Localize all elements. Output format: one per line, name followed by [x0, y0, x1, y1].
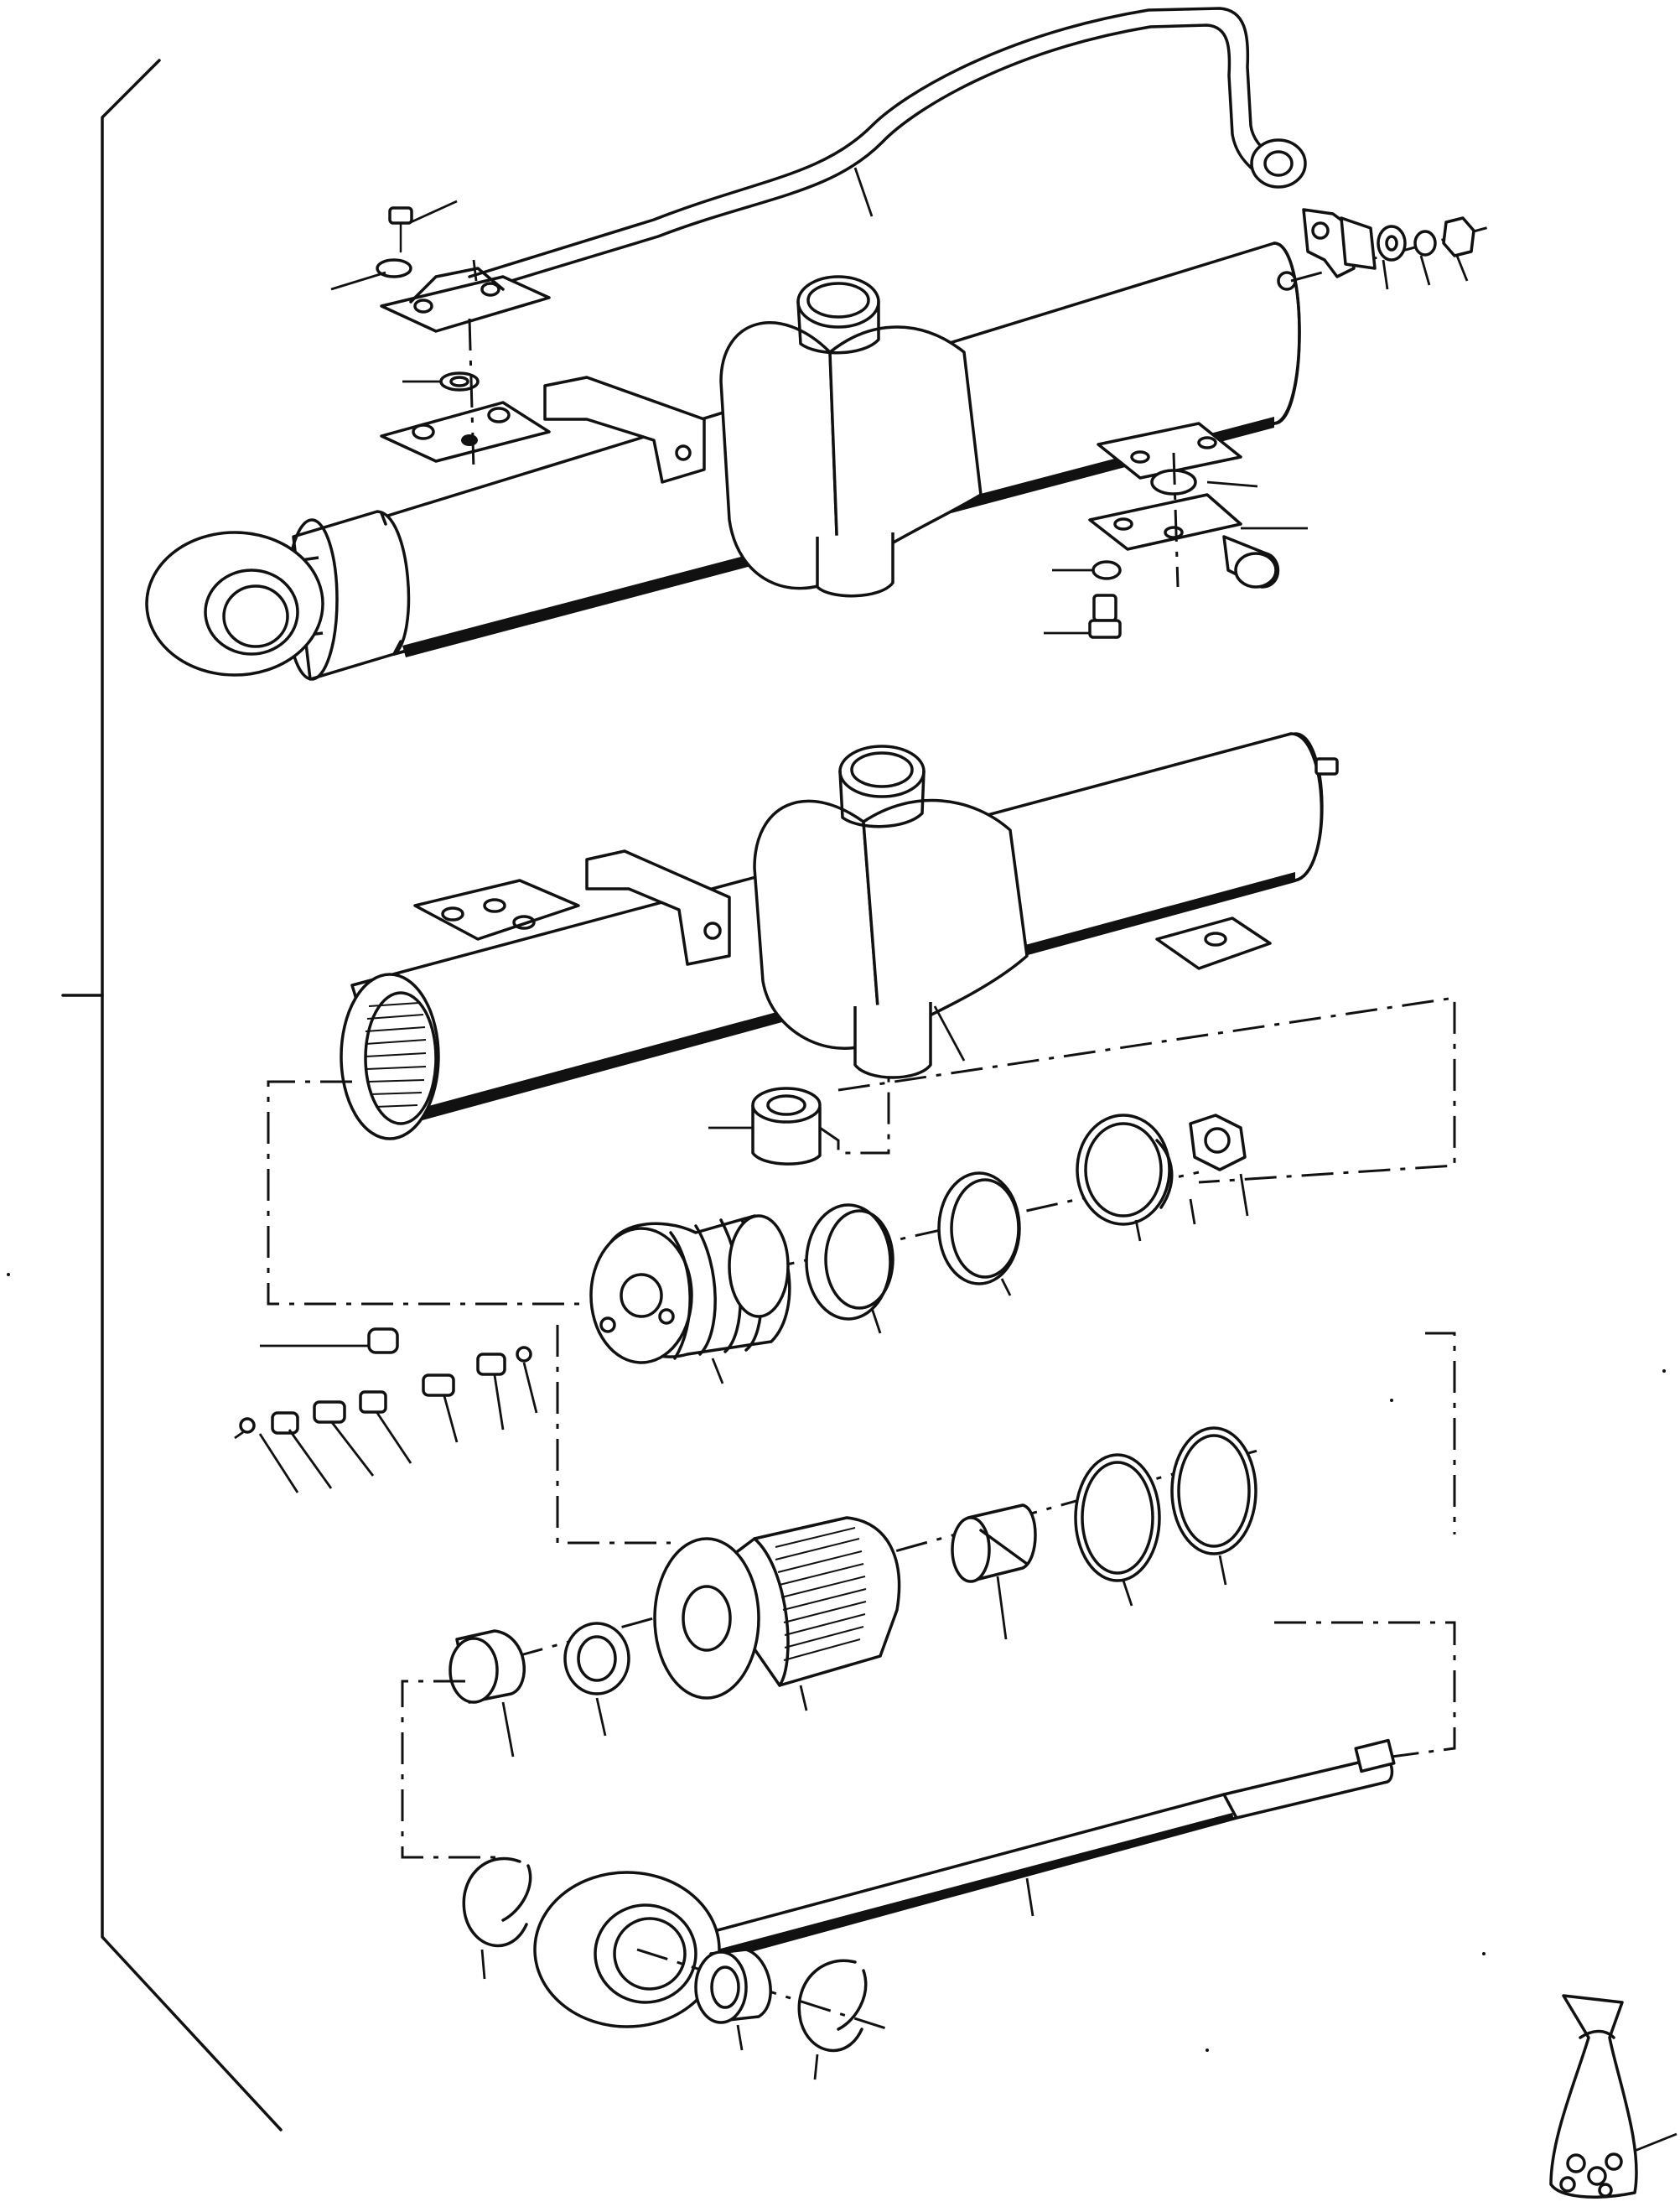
- bushing: [708, 1073, 890, 1166]
- bolt-icon: [388, 206, 413, 253]
- lock-nut: [1189, 1114, 1249, 1225]
- backup-ring: [951, 1503, 1037, 1640]
- wiper-seal: [563, 1622, 630, 1737]
- assembly-line-gland: [556, 1325, 671, 1545]
- spherical-bearing: [694, 1948, 772, 2051]
- upper-clamp-parts: [330, 200, 551, 470]
- thread-hatching: [365, 1002, 427, 1108]
- hydraulic-pipe: [468, 7, 1307, 295]
- pipe-nut: [1250, 138, 1307, 189]
- assembly-line-rod: [401, 1680, 503, 1859]
- cylinder-head: [653, 1516, 901, 1711]
- piston-cap: [1076, 1114, 1174, 1242]
- assembly-line-tube-right: [837, 996, 1456, 1184]
- piston-rod: [462, 1738, 1396, 2080]
- circlip: [462, 1856, 532, 1980]
- plug: [260, 1327, 399, 1354]
- bolt-icon: [1088, 594, 1122, 639]
- circlip-2: [797, 1959, 868, 2080]
- o-ring: [1074, 1453, 1161, 1607]
- piston-group: [589, 1114, 1249, 1384]
- assembly-line-tube: [267, 1080, 587, 1306]
- seal-kit-bag-icon: [1549, 1994, 1677, 2199]
- gland-group: [449, 1426, 1258, 1758]
- rod-eye: [533, 1871, 889, 2031]
- lower-clamp-parts: [1044, 422, 1308, 639]
- assembly-line-rod-right: [1274, 1621, 1456, 1758]
- thread-hatching: [775, 1527, 867, 1661]
- o-ring-2: [1170, 1426, 1257, 1586]
- rear-fitting-parts: [1290, 208, 1493, 290]
- seal-ring: [937, 1171, 1021, 1296]
- piston-ring: [805, 1203, 894, 1334]
- assembled-cylinder: [145, 7, 1493, 681]
- frame-bracket: [61, 59, 283, 2132]
- piston: [589, 1214, 791, 1384]
- rod-seal: [449, 1629, 526, 1758]
- assembly-line-gland-right: [1425, 1332, 1456, 1534]
- scan-specks: [7, 1273, 1666, 2052]
- cylinder-tube: [340, 732, 1339, 1166]
- valve-parts: [234, 1327, 538, 1493]
